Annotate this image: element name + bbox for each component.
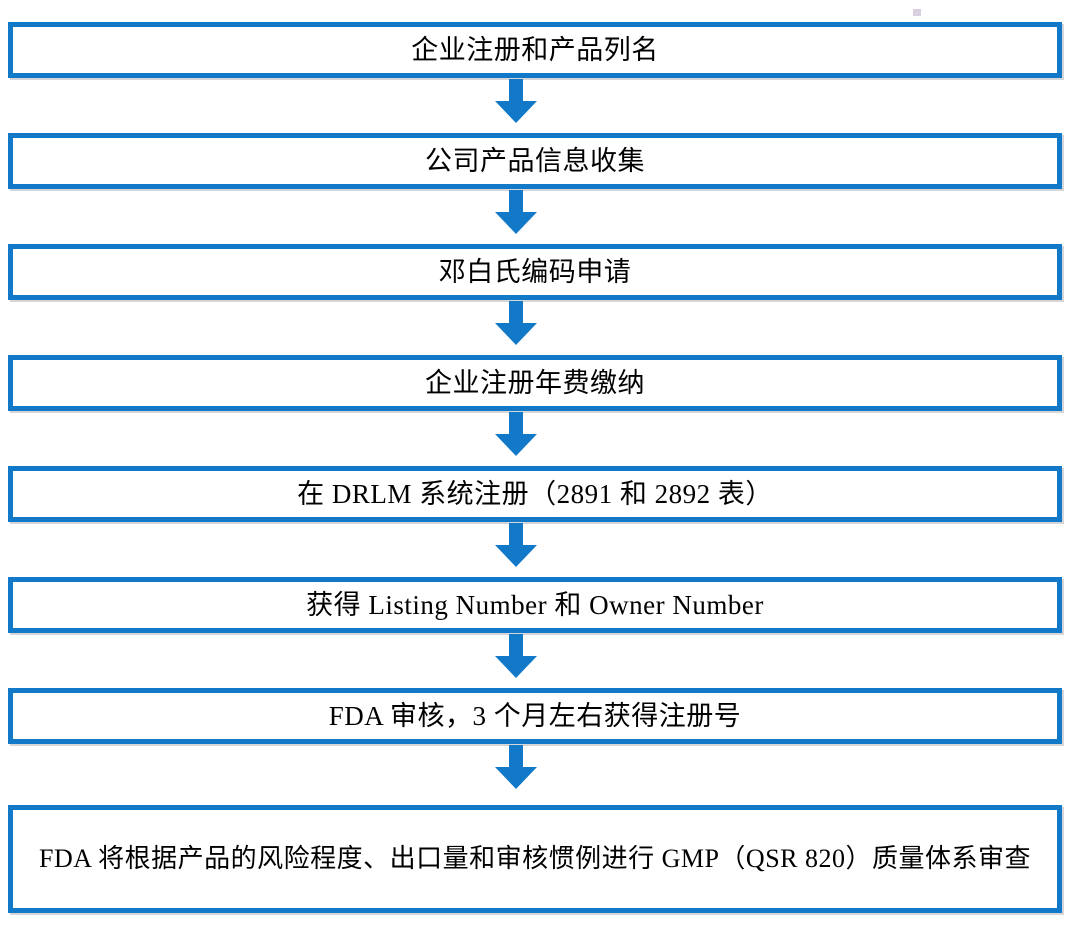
- flow-node-5[interactable]: 在 DRLM 系统注册（2891 和 2892 表）: [8, 466, 1062, 522]
- flow-node-1-label: 企业注册和产品列名: [411, 35, 659, 65]
- flow-node-1[interactable]: 企业注册和产品列名: [8, 22, 1062, 78]
- flow-node-3[interactable]: 邓白氏编码申请: [8, 244, 1062, 300]
- down-arrow-icon: [495, 190, 537, 234]
- down-arrow-icon: [495, 301, 537, 345]
- flow-node-3-label: 邓白氏编码申请: [438, 257, 632, 287]
- down-arrow-icon: [495, 412, 537, 456]
- flow-node-2-label: 公司产品信息收集: [425, 146, 645, 176]
- flow-node-5-label: 在 DRLM 系统注册（2891 和 2892 表）: [297, 479, 773, 509]
- down-arrow-icon: [495, 79, 537, 123]
- down-arrow-icon: [495, 745, 537, 789]
- flow-node-6-label: 获得 Listing Number 和 Owner Number: [306, 590, 764, 620]
- flow-node-8[interactable]: FDA 将根据产品的风险程度、出口量和审核惯例进行 GMP（QSR 820）质量…: [8, 805, 1062, 913]
- scan-artifact-speck: [913, 9, 921, 16]
- flow-node-7-label: FDA 审核，3 个月左右获得注册号: [328, 701, 742, 731]
- flow-node-7[interactable]: FDA 审核，3 个月左右获得注册号: [8, 688, 1062, 744]
- flow-node-6[interactable]: 获得 Listing Number 和 Owner Number: [8, 577, 1062, 633]
- flow-node-4[interactable]: 企业注册年费缴纳: [8, 355, 1062, 411]
- down-arrow-icon: [495, 523, 537, 567]
- flow-node-4-label: 企业注册年费缴纳: [425, 368, 645, 398]
- flow-node-2[interactable]: 公司产品信息收集: [8, 133, 1062, 189]
- down-arrow-icon: [495, 634, 537, 678]
- flow-node-8-label: FDA 将根据产品的风险程度、出口量和审核惯例进行 GMP（QSR 820）质量…: [38, 844, 1031, 873]
